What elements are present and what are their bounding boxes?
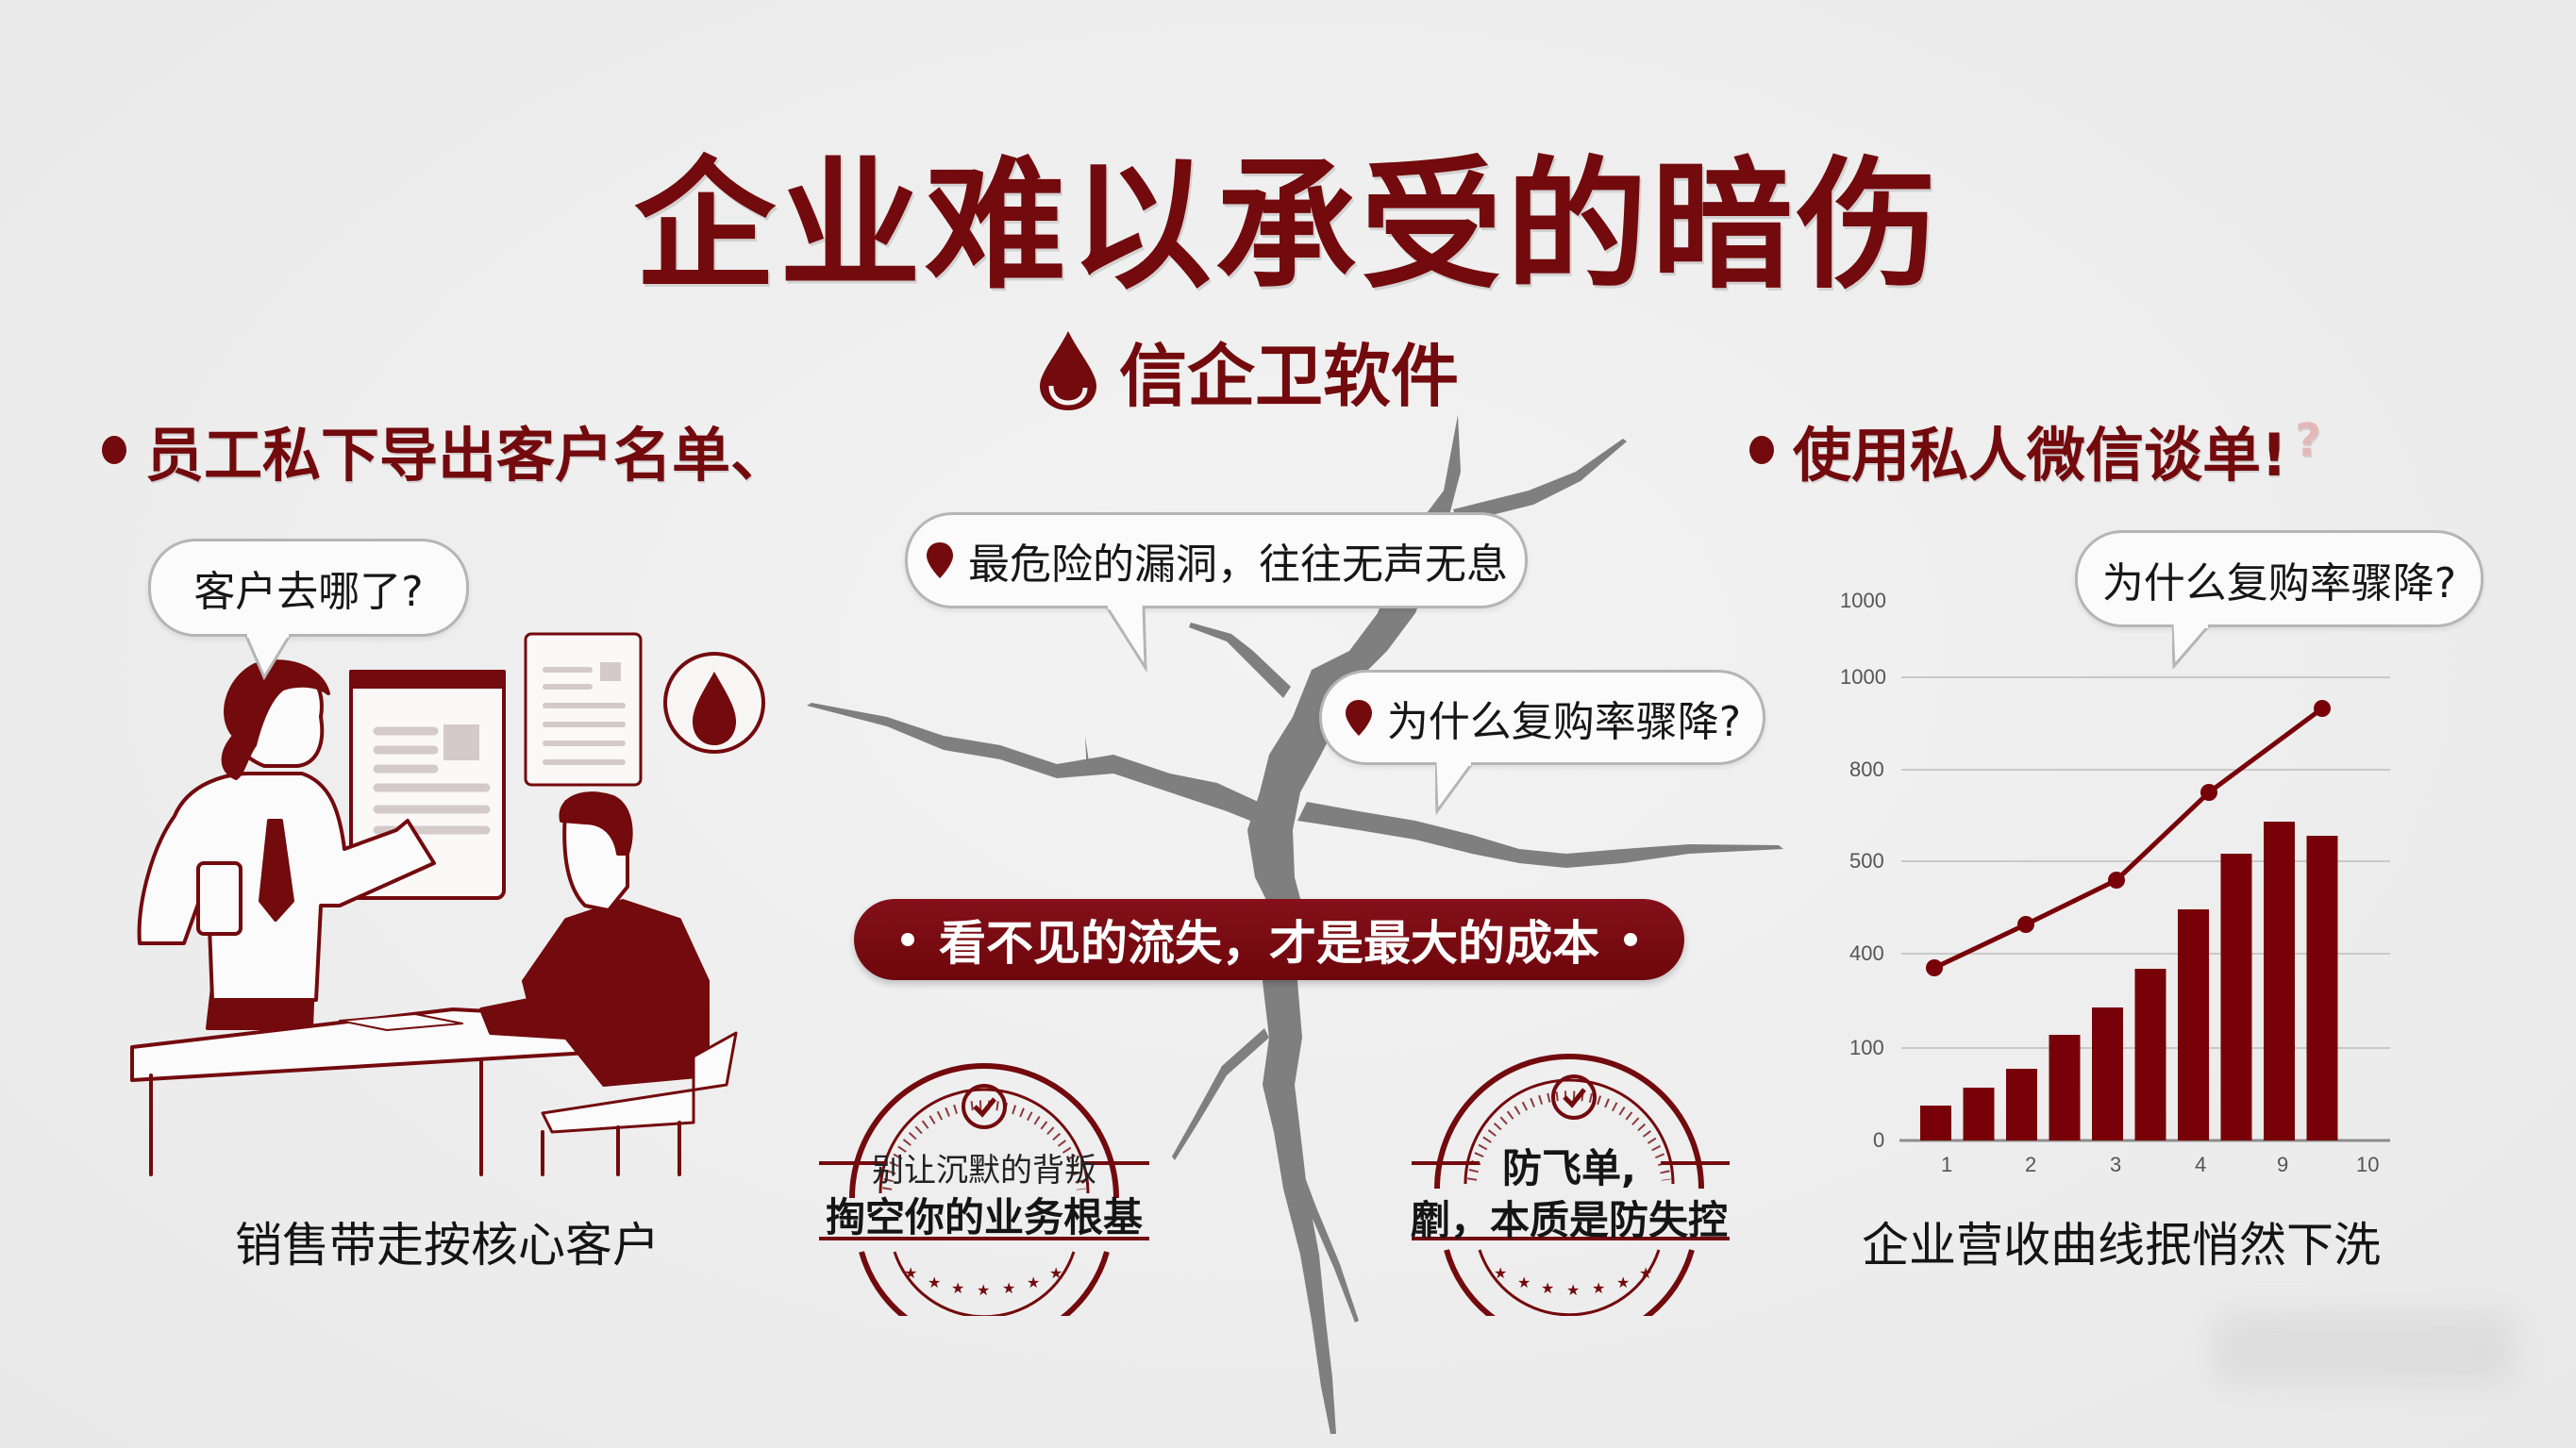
chart-point [2314, 700, 2331, 717]
x-tick-label: 4 [2195, 1153, 2207, 1176]
left-caption: 销售带走按核心客户 [235, 1218, 660, 1273]
left-heading-text: 员工私下导出客户名单、 [145, 421, 790, 490]
chart-bar [1920, 1106, 1951, 1140]
question-mark-icon: ? [2295, 414, 2322, 467]
bubble-tail [245, 634, 293, 681]
chart-bar [2134, 969, 2166, 1140]
y-tick-label: 1000 [1840, 589, 1886, 612]
speech-bubble-center-top: 最危险的漏洞，往往无声无息 [905, 512, 1528, 672]
x-tick-label: 1 [1941, 1153, 1953, 1176]
svg-text:★: ★ [951, 1279, 964, 1297]
bullet-icon [901, 933, 914, 946]
banner-text: 看不见的流失，才是最大的成本 [939, 916, 1599, 971]
svg-text:★: ★ [977, 1281, 990, 1299]
stamp-line-2: 劘，本质是防失控 [1410, 1197, 1728, 1243]
chart-bar [2006, 1069, 2037, 1140]
bullet-icon [1624, 933, 1637, 946]
svg-text:★: ★ [1566, 1281, 1580, 1299]
y-tick-label: 800 [1849, 757, 1884, 781]
stamp-line-1: 防飞单, [1502, 1145, 1636, 1191]
svg-text:★: ★ [1494, 1264, 1507, 1282]
speech-bubble-center-right: 为什么复购率骤降? [1319, 670, 1765, 816]
bullet-icon [102, 436, 126, 464]
svg-text:★: ★ [1517, 1273, 1531, 1291]
x-tick-label: 3 [2110, 1153, 2122, 1176]
bubble-tail [1435, 762, 1475, 816]
bubble-text: 最危险的漏洞，往往无声无息 [968, 541, 1508, 589]
droplet-icon [1040, 330, 1096, 410]
y-tick-label: 400 [1849, 941, 1884, 965]
bubble-text: 客户去哪了? [193, 568, 424, 616]
brand-logo: 信企卫软件 [1038, 325, 1459, 416]
map-pin-icon [1345, 699, 1372, 736]
svg-text:★: ★ [1616, 1273, 1630, 1291]
svg-text:★: ★ [904, 1264, 917, 1282]
x-tick-label: 9 [2277, 1153, 2289, 1176]
stamp-left: ★ ★ ★ ★ ★ ★ ★ 别让沉默的背叛 掏空你的业务根基 [810, 1005, 1159, 1316]
svg-text:★: ★ [1592, 1279, 1605, 1297]
chart-point [2200, 784, 2217, 801]
bubble-tail [1106, 606, 1147, 672]
right-heading: 使用私人微信谈单! ? [1749, 408, 2321, 492]
chart-point [1926, 959, 1943, 976]
chart-bar [2220, 854, 2252, 1140]
page-title: 企业难以承受的暗伤 [633, 144, 1942, 308]
chart-bar [2264, 822, 2295, 1140]
brand-name: 信企卫软件 [1119, 337, 1460, 416]
chart-points [1926, 700, 2331, 976]
svg-text:★: ★ [1002, 1279, 1015, 1297]
chart-bar [1963, 1088, 1995, 1140]
stamp-line-2: 掏空你的业务根基 [825, 1194, 1143, 1240]
y-tick-label: 500 [1849, 849, 1884, 873]
revenue-chart [1899, 676, 2390, 1142]
svg-text:★: ★ [1541, 1279, 1554, 1297]
svg-text:★: ★ [1049, 1264, 1062, 1282]
y-tick-label: 1000 [1840, 665, 1886, 689]
map-pin-icon [927, 542, 953, 578]
cost-banner: 看不见的流失，才是最大的成本 [854, 899, 1684, 980]
stamp-line-1: 别让沉默的背叛 [872, 1152, 1096, 1190]
stamp-seal-icon: ★ ★ ★ ★ ★ ★ ★ [819, 1063, 1149, 1316]
chart-point [2017, 916, 2034, 933]
stamp-right: ★ ★ ★ ★ ★ ★ ★ 防飞单, 劘，本质是防失控 [1395, 995, 1744, 1316]
bubble-text: 为什么复购率骤降? [2101, 558, 2457, 607]
x-tick-label: 10 [2356, 1153, 2380, 1176]
chart-bars [1920, 822, 2338, 1140]
crack-graphic [807, 415, 1783, 1434]
bubble-tail [2172, 624, 2212, 670]
svg-text:★: ★ [1027, 1273, 1040, 1291]
stamp-seal-icon: ★ ★ ★ ★ ★ ★ ★ [1412, 1054, 1730, 1316]
y-tick-label: 100 [1849, 1036, 1884, 1059]
chart-bar [2049, 1035, 2081, 1140]
y-tick-label: 0 [1873, 1128, 1885, 1152]
chart-bar [2306, 836, 2338, 1140]
right-heading-text: 使用私人微信谈单! [1793, 421, 2288, 490]
x-tick-label: 2 [2025, 1153, 2037, 1176]
chart-bar [2178, 909, 2209, 1140]
svg-text:★: ★ [928, 1273, 941, 1291]
office-illustration [130, 632, 765, 1176]
speech-bubble-right: 为什么复购率骤降? [2075, 530, 2484, 670]
bubble-text: 为什么复购率骤降? [1386, 697, 1742, 746]
left-heading: 员工私下导出客户名单、 [102, 408, 789, 492]
bullet-icon [1749, 436, 1774, 464]
right-caption: 企业营收曲线抿悄然下洗 [1862, 1218, 2381, 1273]
svg-text:★: ★ [1639, 1264, 1652, 1282]
chart-point [2108, 872, 2125, 889]
watermark [2213, 1311, 2515, 1387]
chart-bar [2092, 1007, 2123, 1140]
speech-bubble-left: 客户去哪了? [148, 539, 469, 681]
